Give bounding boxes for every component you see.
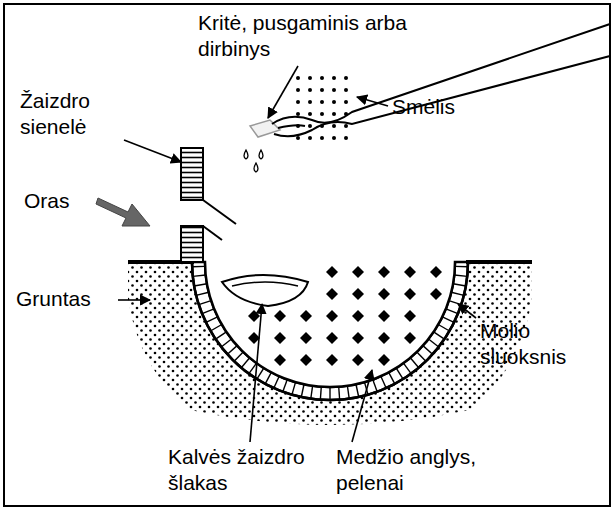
clay-layer bbox=[192, 262, 468, 400]
part-label: Žaizdro sienelė bbox=[20, 88, 150, 139]
ground-line bbox=[466, 260, 532, 264]
part-label: Kalvės žaizdro šlakas bbox=[168, 444, 333, 495]
clay-hatching bbox=[192, 266, 468, 400]
part-label: Gruntas bbox=[16, 286, 126, 312]
part-label: Medžio anglys, pelenai bbox=[336, 444, 516, 495]
air-duct bbox=[203, 226, 222, 240]
part-label: Kritė, pusgaminis arba dirbinys bbox=[198, 10, 408, 61]
frame bbox=[4, 4, 610, 506]
sand bbox=[296, 76, 348, 140]
drop bbox=[244, 150, 248, 159]
air-duct bbox=[203, 200, 236, 224]
drop bbox=[254, 163, 258, 172]
part-label: Smėlis bbox=[392, 94, 492, 120]
ground bbox=[128, 262, 532, 432]
air-arrow bbox=[96, 198, 150, 226]
drop bbox=[259, 150, 263, 159]
leader-line bbox=[118, 66, 476, 442]
tongs bbox=[272, 24, 610, 136]
forge-wall bbox=[181, 148, 203, 200]
part-label: Molio sluoksnis bbox=[480, 318, 606, 369]
forge-wall bbox=[181, 226, 203, 262]
slag bbox=[222, 275, 308, 306]
part-label: Oras bbox=[24, 188, 104, 214]
